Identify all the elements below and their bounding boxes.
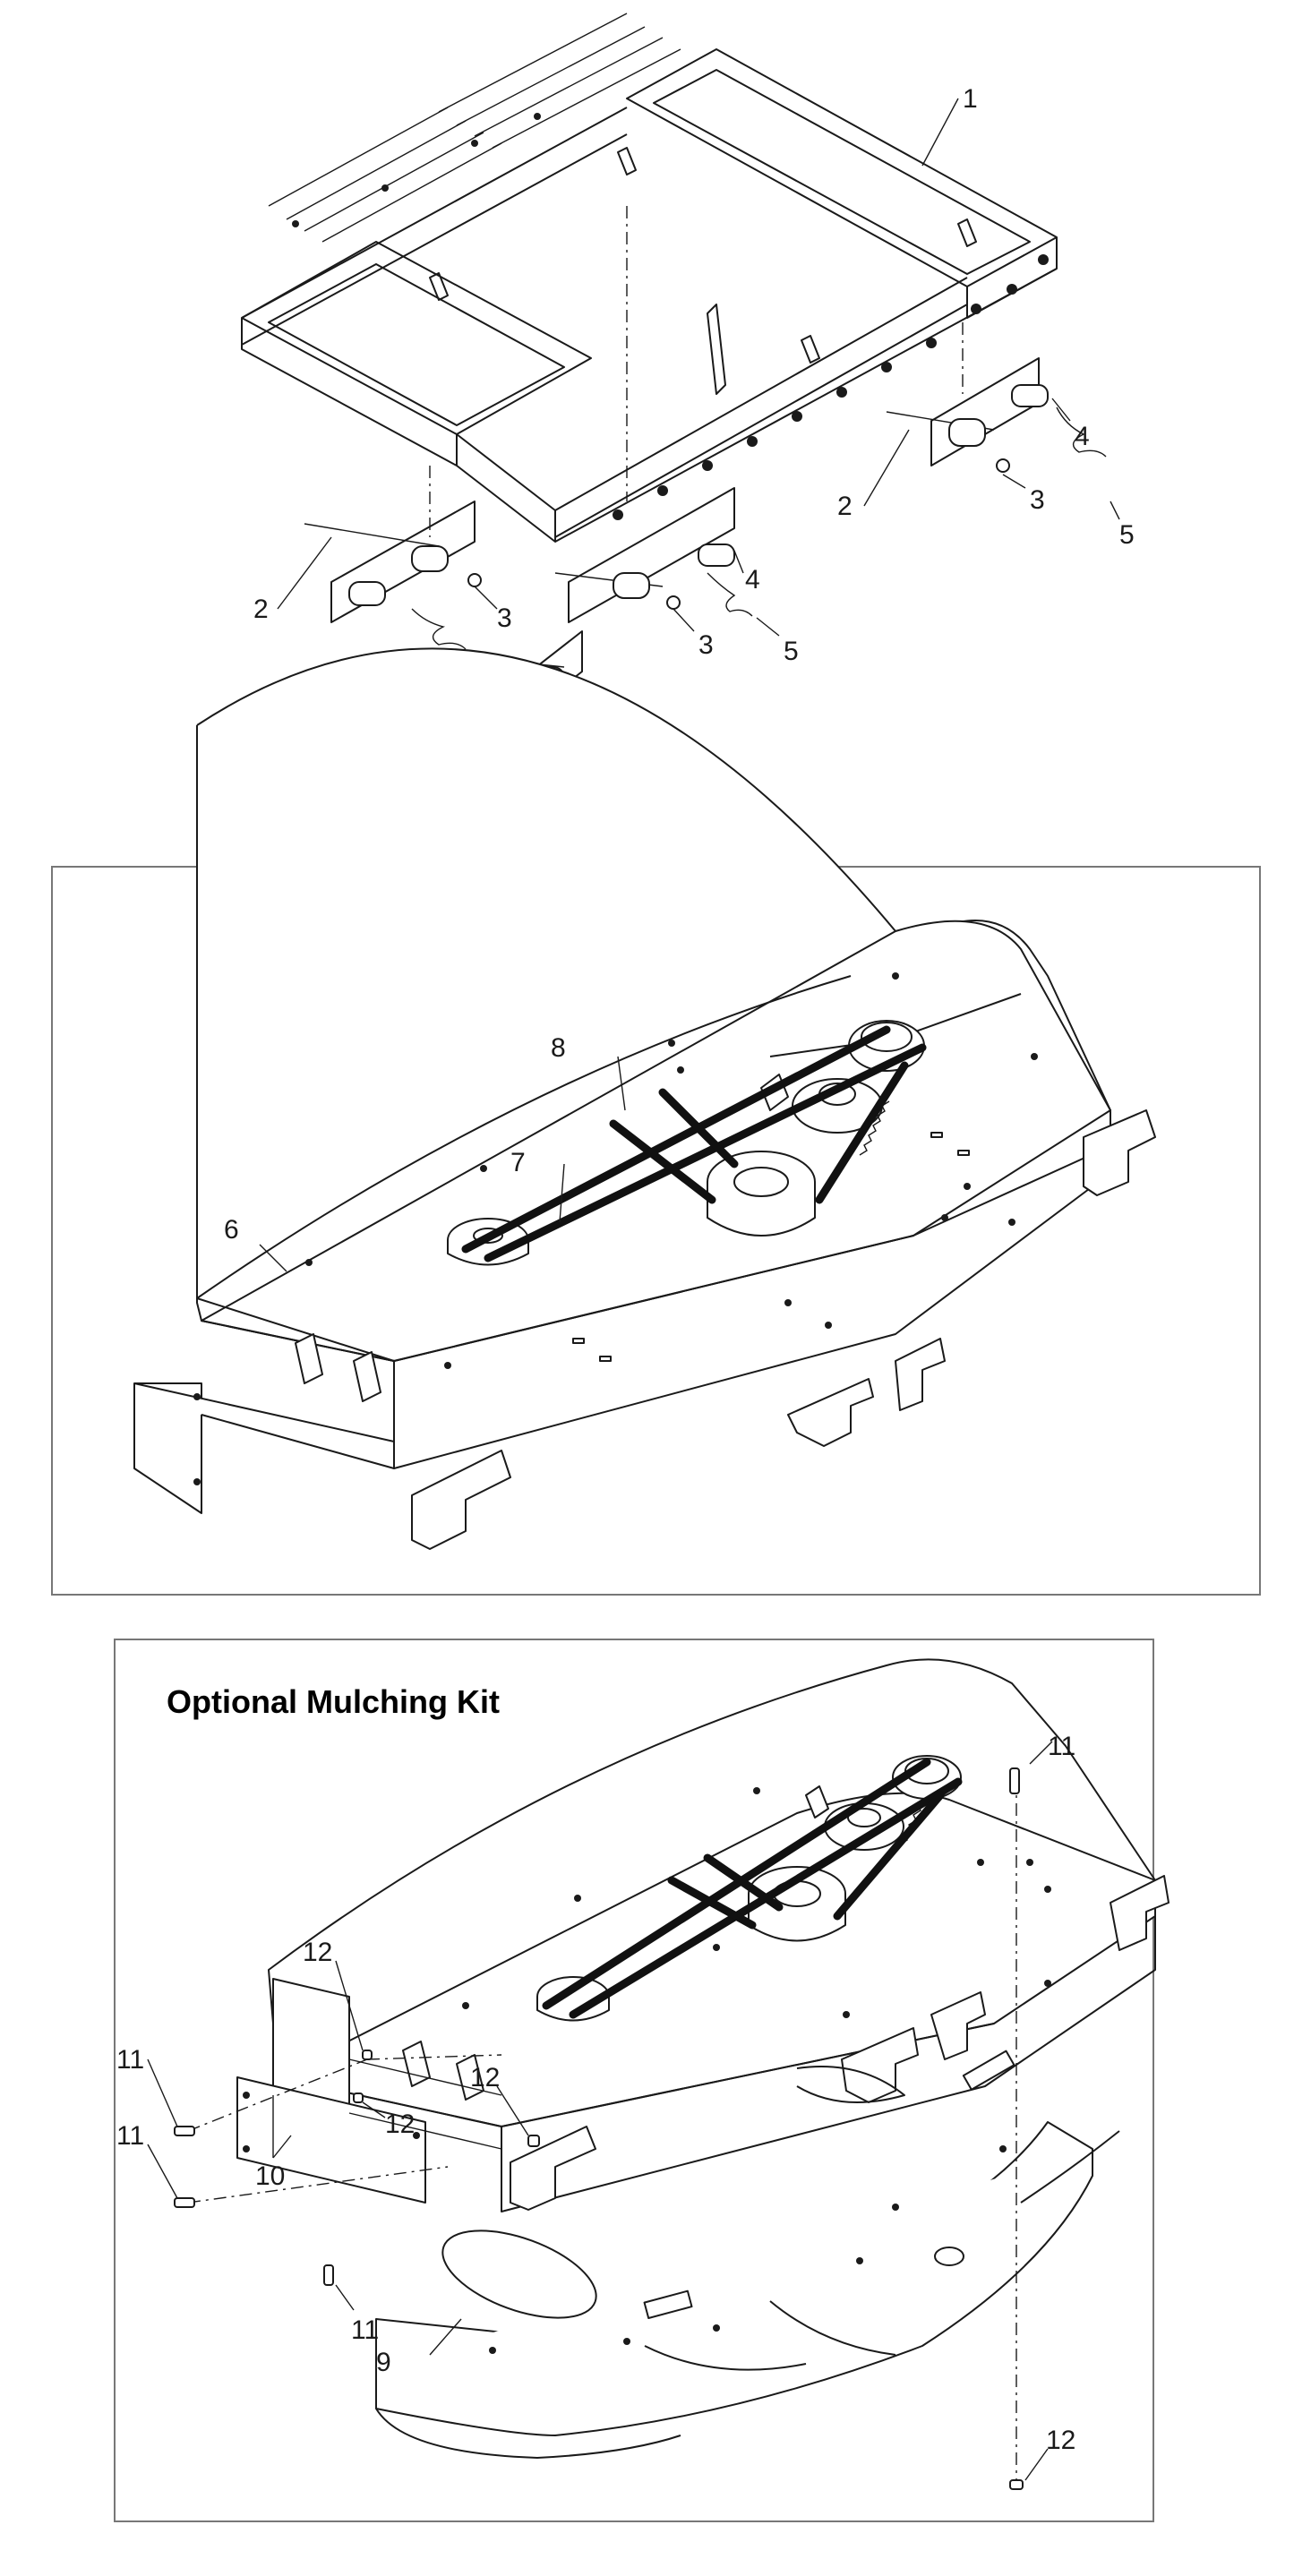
hanger-pin-set-center xyxy=(554,487,753,623)
callout-12: 12 xyxy=(470,2063,500,2092)
callout-2: 2 xyxy=(837,492,853,521)
callout-8: 8 xyxy=(551,1033,566,1063)
callout-5: 5 xyxy=(784,637,799,666)
mower-deck xyxy=(133,647,1156,1550)
callout-10: 10 xyxy=(255,2161,285,2191)
callout-3: 3 xyxy=(698,630,714,660)
mulching-kit-title: Optional Mulching Kit xyxy=(167,1683,500,1720)
callout-5: 5 xyxy=(1119,520,1135,550)
callout-4: 4 xyxy=(745,565,760,595)
callout-11: 11 xyxy=(1048,1732,1075,1761)
callout-9: 9 xyxy=(376,2348,391,2377)
mower-frame xyxy=(241,13,1058,543)
mulching-callouts: 9 10 11 11 11 11 12 12 12 12 xyxy=(116,1732,1075,2481)
callout-6: 6 xyxy=(224,1215,239,1245)
callout-11: 11 xyxy=(116,2121,144,2151)
mulching-deck xyxy=(268,1658,1170,2212)
hanger-pin-set-left-upper xyxy=(304,501,482,650)
frame-bolt-holes xyxy=(292,113,1049,520)
callout-3: 3 xyxy=(1030,485,1045,515)
hanger-pin-set-right xyxy=(886,357,1107,473)
mulching-blade-skirt xyxy=(375,1980,1120,2459)
mulching-hardware xyxy=(174,1767,1024,2490)
callout-7: 7 xyxy=(510,1148,526,1177)
mulching-baffle-plates xyxy=(236,1978,502,2204)
callout-12: 12 xyxy=(1046,2426,1075,2455)
callout-12: 12 xyxy=(385,2110,415,2139)
callout-12: 12 xyxy=(303,1938,332,1967)
callout-4: 4 xyxy=(1075,422,1090,451)
deck-callouts: 6 7 8 xyxy=(224,1033,626,1272)
callout-11: 11 xyxy=(116,2045,144,2075)
mulching-kit-panel xyxy=(114,1639,1154,2522)
callout-1: 1 xyxy=(963,84,978,114)
callout-3: 3 xyxy=(497,603,512,633)
callout-11: 11 xyxy=(351,2315,379,2345)
callout-2: 2 xyxy=(253,595,269,624)
